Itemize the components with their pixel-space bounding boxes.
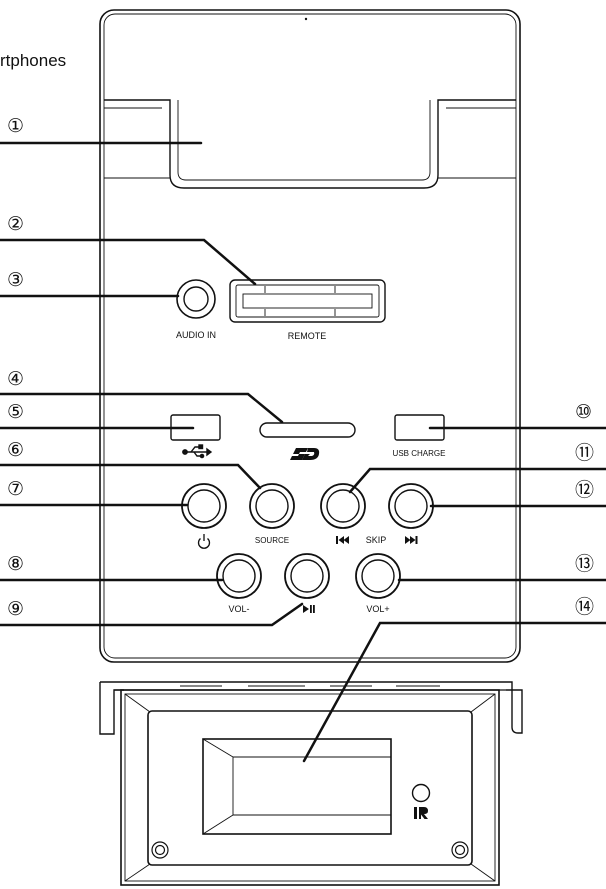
- lcd-display: [202, 738, 392, 835]
- leader-4: [0, 392, 284, 424]
- remote-label: REMOTE: [288, 331, 327, 341]
- vol-minus-label: VOL-: [228, 604, 249, 614]
- callout-14: ⑭: [575, 596, 594, 618]
- callout-6: ⑥: [7, 439, 24, 461]
- play-pause-icon: [303, 605, 315, 613]
- phone-cradle: [104, 99, 516, 189]
- callout-8: ⑧: [7, 553, 24, 575]
- skip-label: SKIP: [366, 535, 387, 545]
- vol-plus-button: [355, 553, 401, 599]
- callout-9: ⑨: [7, 598, 24, 620]
- usb-icon: [182, 444, 213, 459]
- source-label: SOURCE: [255, 536, 289, 545]
- callout-10: ⑩: [575, 401, 592, 423]
- usb-charge-label: USB CHARGE: [393, 449, 446, 458]
- skip-forward-icon: [405, 536, 418, 544]
- callout-7: ⑦: [7, 478, 24, 500]
- play-pause-button: [284, 553, 330, 599]
- leader-9: [0, 602, 304, 627]
- screw-right: [451, 841, 469, 859]
- leader-11: [348, 467, 606, 494]
- ir-sensor: [411, 783, 431, 803]
- callout-4: ④: [7, 368, 24, 390]
- audio-in-label: AUDIO IN: [176, 330, 216, 340]
- callout-13: ⑬: [575, 553, 594, 575]
- remote-slot: [229, 279, 386, 323]
- ir-icon: [414, 807, 428, 819]
- power-icon: [197, 534, 211, 549]
- sd-card-slot: [259, 422, 356, 438]
- callout-5: ⑤: [7, 401, 24, 423]
- callout-12: ⑫: [575, 479, 594, 501]
- leader-2: [0, 238, 257, 286]
- skip-back-button: [320, 483, 366, 529]
- vol-plus-label: VOL+: [366, 604, 389, 614]
- callout-numbers: ① ② ③ ④ ⑤ ⑥ ⑦ ⑧ ⑨ ⑩ ⑪ ⑫ ⑬ ⑭: [7, 115, 594, 620]
- skip-forward-button: [388, 483, 434, 529]
- leader-14: [302, 621, 606, 763]
- base-unit: [99, 681, 523, 886]
- caption-text: rtphones: [0, 51, 66, 70]
- sd-logo: [290, 448, 320, 460]
- source-button: [249, 483, 295, 529]
- callout-leaders: [0, 141, 606, 763]
- callout-2: ②: [7, 213, 24, 235]
- main-unit: [99, 9, 521, 663]
- screw-left: [151, 841, 169, 859]
- audio-in-jack: [176, 279, 216, 319]
- callout-11: ⑪: [575, 442, 594, 464]
- vol-minus-button: [216, 553, 262, 599]
- callout-3: ③: [7, 269, 24, 291]
- power-button: [181, 483, 227, 529]
- skip-back-icon: [336, 536, 349, 544]
- leader-6: [0, 463, 262, 490]
- callout-1: ①: [7, 115, 24, 137]
